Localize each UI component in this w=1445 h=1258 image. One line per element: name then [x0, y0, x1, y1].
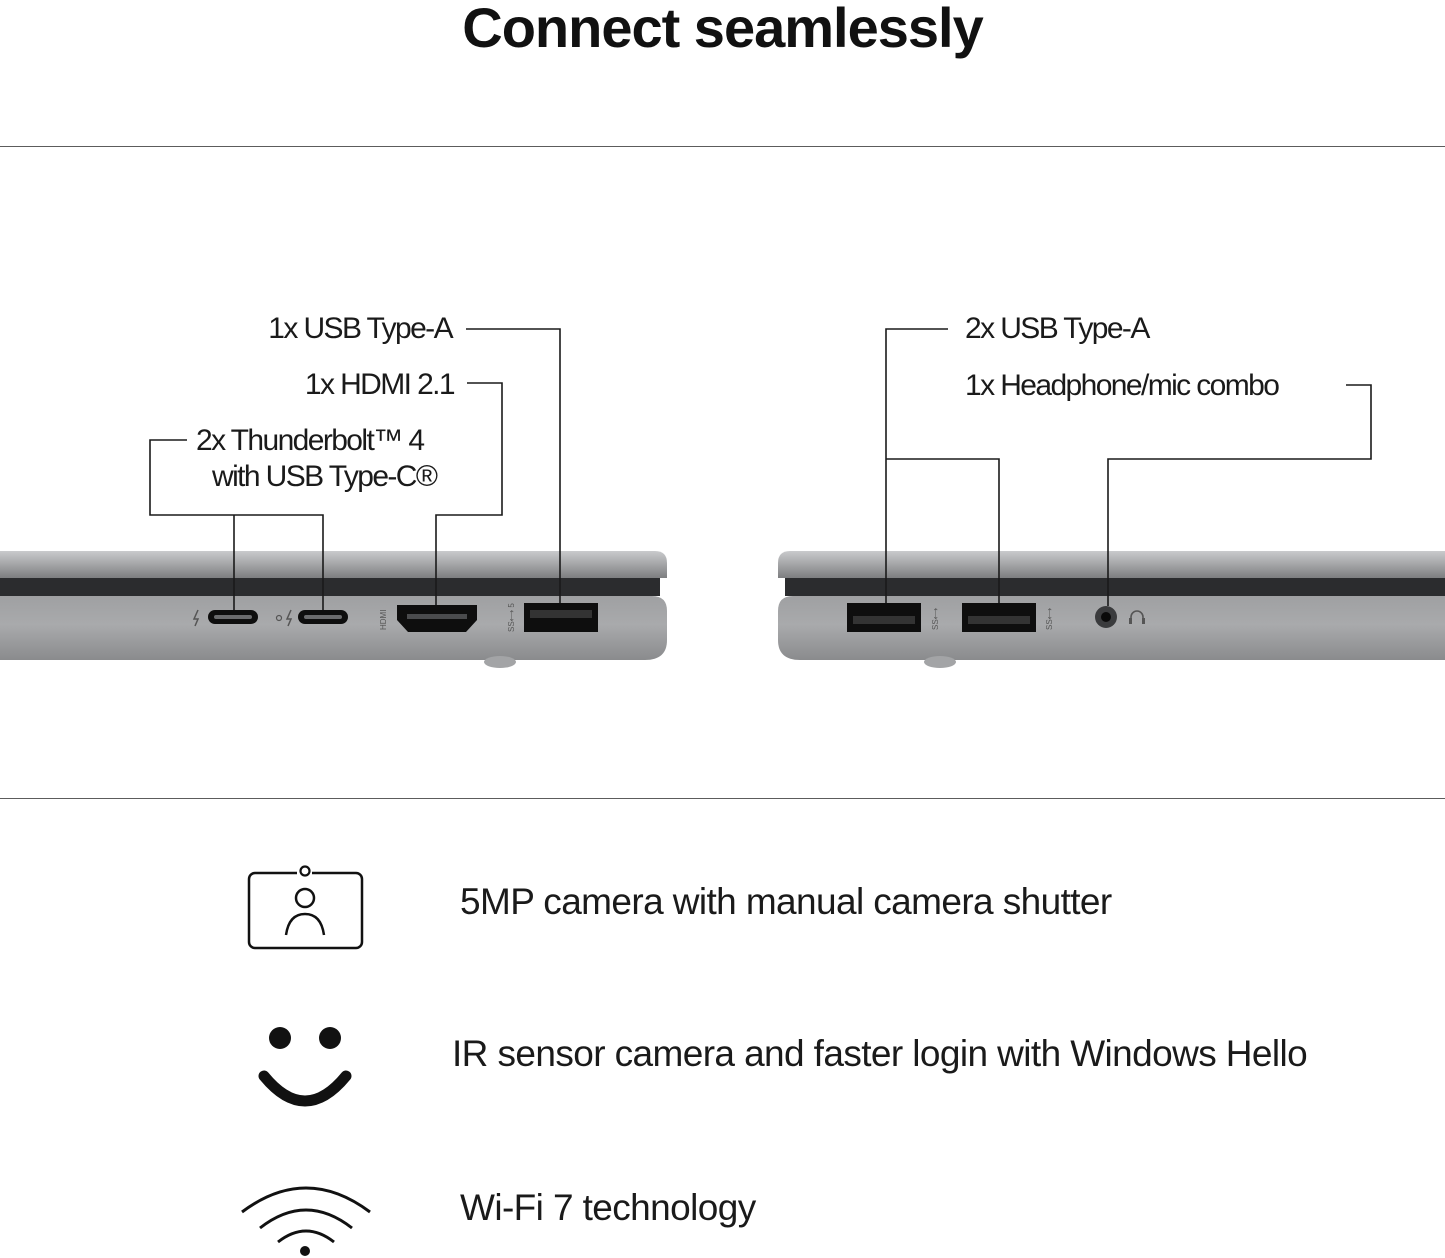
- left-thunderbolt-label-line2: with USB Type-C®: [212, 460, 438, 493]
- thunderbolt-dot-icon: [275, 614, 283, 622]
- camera-shutter-icon: [247, 865, 364, 950]
- left-usb-a-label: 1x USB Type-A: [268, 312, 453, 345]
- wifi-icon: [241, 1186, 371, 1256]
- thunderbolt-icon: [285, 609, 293, 627]
- top-divider: [0, 146, 1445, 147]
- feature-ir-sensor-text: IR sensor camera and faster login with W…: [452, 1033, 1308, 1074]
- left-leader-lines: [149, 328, 561, 610]
- smiley-face-icon: [258, 1027, 352, 1107]
- right-laptop-foot: [924, 656, 956, 668]
- right-laptop: SS⟷ SS⟷: [778, 328, 1445, 668]
- feature-wifi-text: Wi-Fi 7 technology: [460, 1187, 756, 1228]
- right-leader-lines: [885, 328, 1372, 606]
- right-laptop-lid: [778, 551, 1445, 578]
- page-title: Connect seamlessly: [462, 0, 983, 59]
- left-laptop-lid: [0, 551, 667, 578]
- left-usb-marking: SS⟷ 5: [507, 603, 516, 632]
- laptop-ports-illustration: HDMI SS⟷ 5 SS⟷ SS⟷: [0, 328, 1445, 668]
- left-laptop-foot: [484, 656, 516, 668]
- left-hdmi-label: 1x HDMI 2.1: [304, 368, 456, 401]
- thunderbolt-icon: [192, 609, 200, 627]
- right-usb-marking-1: SS⟷: [931, 607, 940, 630]
- left-laptop-base: [0, 596, 667, 660]
- right-laptop-base: [778, 596, 1445, 660]
- left-laptop: HDMI SS⟷ 5: [0, 328, 667, 668]
- hdmi-marking: HDMI: [379, 610, 388, 630]
- headphone-icon: [1130, 610, 1144, 622]
- right-usb-a-label: 2x USB Type-A: [965, 312, 1150, 345]
- bottom-divider: [0, 798, 1445, 799]
- right-laptop-gap: [785, 578, 1445, 596]
- feature-camera-text: 5MP camera with manual camera shutter: [460, 881, 1112, 922]
- left-laptop-gap: [0, 578, 660, 596]
- left-thunderbolt-label-line1: 2x Thunderbolt™ 4: [196, 424, 425, 457]
- right-headphone-label: 1x Headphone/mic combo: [965, 369, 1280, 402]
- right-usb-marking-2: SS⟷: [1045, 607, 1054, 630]
